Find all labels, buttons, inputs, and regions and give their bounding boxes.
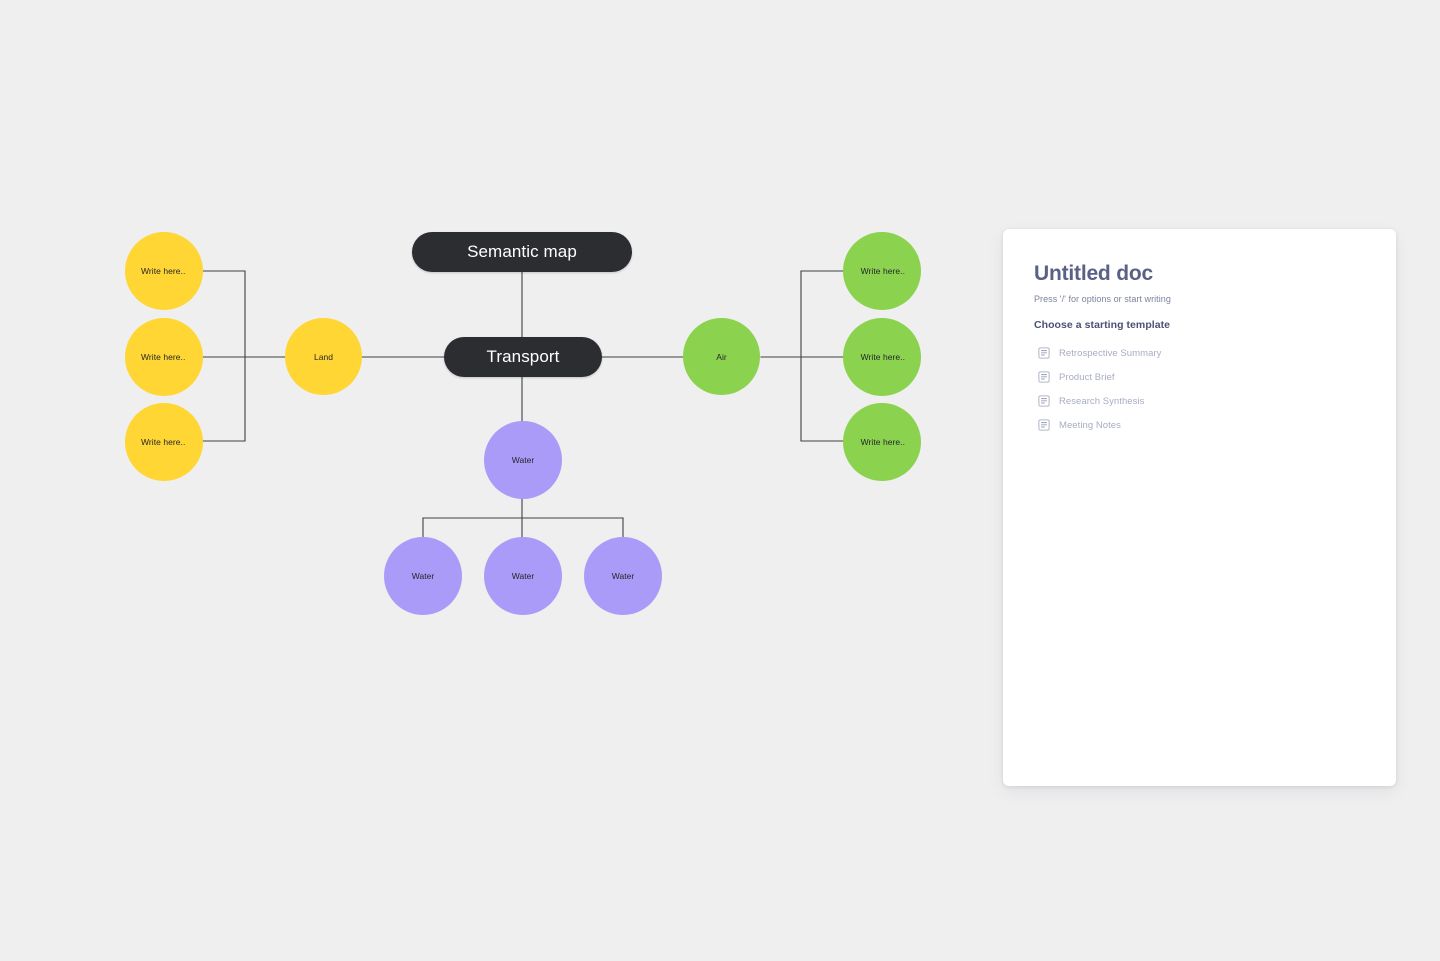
template-item-label: Meeting Notes	[1059, 419, 1121, 431]
node-land-child-2[interactable]: Write here..	[125, 318, 203, 396]
document-icon	[1038, 395, 1050, 407]
node-land-child-3[interactable]: Write here..	[125, 403, 203, 481]
node-air-child-2-label: Write here..	[860, 352, 905, 362]
template-item-retrospective-summary[interactable]: Retrospective Summary	[1034, 341, 1366, 365]
template-list: Retrospective Summary Product Brief Rese…	[1034, 341, 1366, 437]
node-water-child-3-label: Water	[611, 571, 635, 581]
node-land[interactable]: Land	[285, 318, 362, 395]
template-item-meeting-notes[interactable]: Meeting Notes	[1034, 413, 1366, 437]
document-icon	[1038, 371, 1050, 383]
template-item-product-brief[interactable]: Product Brief	[1034, 365, 1366, 389]
node-land-label: Land	[313, 351, 334, 362]
node-water-label: Water	[511, 455, 535, 465]
node-water[interactable]: Water	[484, 421, 562, 499]
node-water-child-2[interactable]: Water	[484, 537, 562, 615]
node-semantic-map-label: Semantic map	[467, 242, 577, 261]
node-semantic-map[interactable]: Semantic map	[412, 232, 632, 272]
document-icon	[1038, 347, 1050, 359]
node-air[interactable]: Air	[683, 318, 760, 395]
doc-placeholder-hint[interactable]: Press '/' for options or start writing	[1034, 294, 1171, 305]
node-air-child-3-label: Write here..	[860, 437, 905, 447]
document-panel[interactable]: Untitled doc Press '/' for options or st…	[1003, 229, 1396, 786]
node-water-child-1[interactable]: Water	[384, 537, 462, 615]
node-water-child-3[interactable]: Water	[584, 537, 662, 615]
node-land-child-1-label: Write here..	[141, 266, 186, 276]
document-icon	[1038, 419, 1050, 431]
template-section-heading: Choose a starting template	[1034, 319, 1171, 332]
node-land-child-3-label: Write here..	[141, 437, 186, 447]
template-item-label: Product Brief	[1059, 371, 1115, 383]
node-water-child-1-label: Water	[411, 571, 435, 581]
node-water-child-2-label: Water	[511, 571, 535, 581]
template-item-label: Research Synthesis	[1059, 395, 1145, 407]
node-air-child-2[interactable]: Write here..	[843, 318, 921, 396]
template-item-research-synthesis[interactable]: Research Synthesis	[1034, 389, 1366, 413]
node-air-child-3[interactable]: Write here..	[843, 403, 921, 481]
node-transport[interactable]: Transport	[444, 337, 602, 377]
node-transport-label: Transport	[486, 347, 560, 366]
template-item-label: Retrospective Summary	[1059, 347, 1162, 359]
node-air-child-1-label: Write here..	[860, 266, 905, 276]
doc-title[interactable]: Untitled doc	[1034, 262, 1153, 285]
node-air-label: Air	[716, 351, 727, 362]
node-land-child-1[interactable]: Write here..	[125, 232, 203, 310]
node-land-child-2-label: Write here..	[141, 352, 186, 362]
node-air-child-1[interactable]: Write here..	[843, 232, 921, 310]
